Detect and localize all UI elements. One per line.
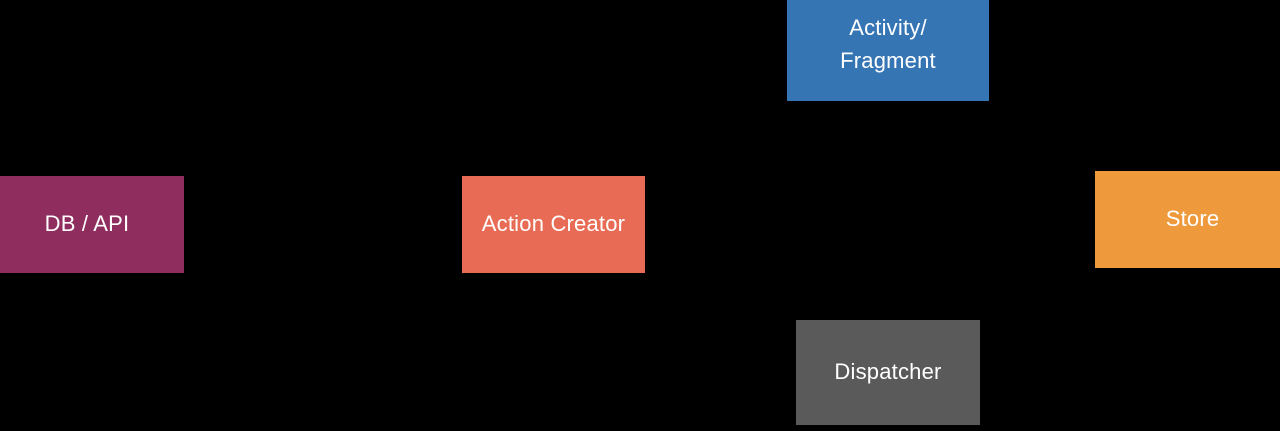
node-activity-fragment[interactable]: Activity/ Fragment <box>787 0 989 101</box>
node-action-creator[interactable]: Action Creator <box>462 176 645 273</box>
node-store-label: Store <box>1165 206 1220 232</box>
node-dispatcher[interactable]: Dispatcher <box>796 320 980 425</box>
node-db-api[interactable]: DB / API <box>0 176 184 273</box>
node-db-api-label: DB / API <box>44 211 130 237</box>
node-store[interactable]: Store <box>1095 171 1280 268</box>
node-activity-fragment-label: Activity/ Fragment <box>840 14 936 73</box>
node-dispatcher-label: Dispatcher <box>834 359 942 385</box>
node-action-creator-label: Action Creator <box>481 211 626 237</box>
